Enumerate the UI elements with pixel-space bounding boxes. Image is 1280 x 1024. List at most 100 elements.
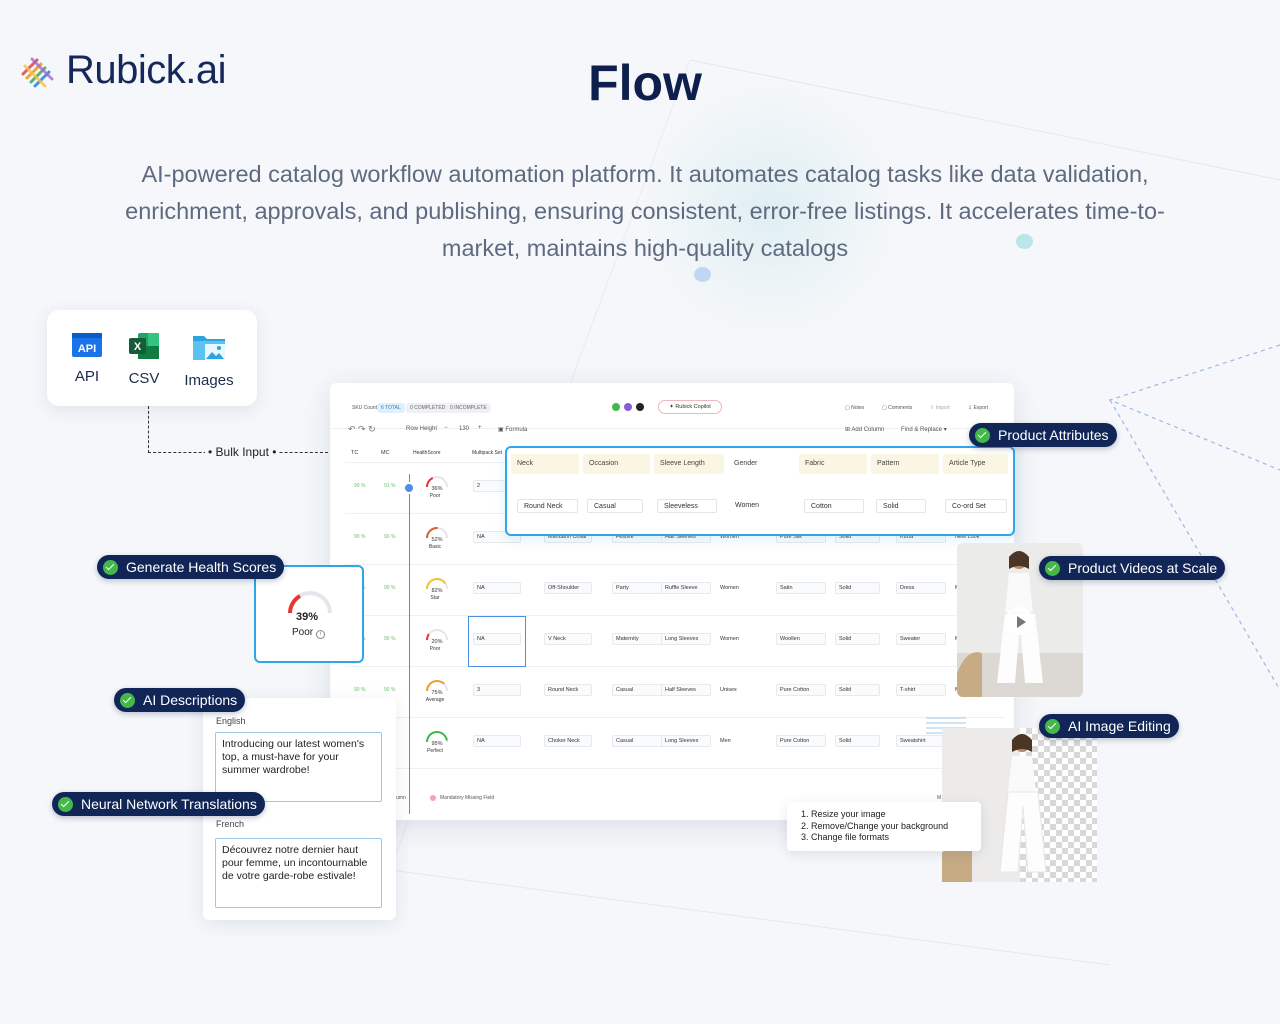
formula-button[interactable]: ▣ Formula [498, 427, 528, 433]
play-icon[interactable] [1005, 607, 1033, 635]
row-height-increase[interactable]: + [478, 425, 482, 431]
attribute-header[interactable]: Article Type [943, 454, 1008, 474]
check-icon [1045, 560, 1060, 576]
column-divider-handle[interactable] [403, 482, 415, 494]
find-replace-button[interactable]: Find & Replace ▾ [901, 427, 947, 433]
attribute-cell-select[interactable] [776, 582, 826, 594]
multipack-value: NA [477, 585, 485, 591]
attribute-value-select[interactable]: Cotton [804, 499, 864, 513]
attribute-cell-value: Festive [616, 534, 634, 540]
attribute-value: Women [735, 502, 759, 509]
comments-button[interactable]: ▢ Comments [882, 405, 913, 411]
attribute-cell-select[interactable] [835, 735, 880, 747]
health-score-value: 39% [296, 611, 319, 623]
attribute-cell-select[interactable] [835, 582, 880, 594]
header-healthscore: HealthScore [413, 450, 441, 456]
legend-dot [430, 795, 436, 801]
decor-dot [694, 267, 711, 282]
attribute-value-select[interactable]: Casual [587, 499, 643, 513]
multipack-value: NA [477, 534, 485, 540]
header-multipack: Multipack Set [472, 450, 503, 456]
source-api[interactable]: API API [57, 332, 117, 385]
export-button[interactable]: ⇩ Export [968, 405, 989, 411]
attribute-cell-value: Satin [780, 585, 793, 591]
attribute-header[interactable]: Fabric [799, 454, 867, 474]
attribute-cell-value: Solid [839, 636, 852, 642]
badge-health-scores-text: Generate Health Scores [126, 559, 277, 575]
english-description-field[interactable]: Introducing our latest women's top, a mu… [215, 732, 382, 802]
status-dot-black [636, 403, 644, 411]
health-gauge-icon [425, 731, 448, 743]
add-column-button[interactable]: ⊞ Add Column [845, 427, 885, 433]
image-editing-preview[interactable] [942, 728, 1097, 882]
attribute-header-label: Gender [734, 460, 758, 467]
attribute-cell-select[interactable] [661, 633, 711, 645]
rubick-logo-icon [21, 57, 54, 87]
attribute-cell-select[interactable] [776, 633, 826, 645]
attribute-header-label: Occasion [589, 460, 619, 467]
source-csv[interactable]: X CSV [114, 332, 174, 387]
check-icon [1045, 718, 1060, 734]
status-dot-purple [624, 403, 632, 411]
attribute-cell-select[interactable] [835, 684, 880, 696]
attribute-value-select[interactable]: Women [729, 499, 781, 513]
table-row[interactable]: 90 %90 %82%StarNAOff-ShoulderPartyRuffle… [345, 565, 1005, 616]
attribute-cell-select[interactable] [896, 582, 946, 594]
attribute-cell-value: Women [720, 534, 739, 540]
attribute-value-select[interactable]: Round Neck [517, 499, 578, 513]
badge-translations: Neural Network Translations [52, 792, 265, 816]
multipack-select[interactable] [473, 735, 521, 747]
attribute-cell-value: Long Sleeves [665, 636, 699, 642]
copilot-button[interactable]: ✦ Rubick Copilot [658, 400, 722, 414]
attribute-header[interactable]: Pattern [871, 454, 939, 474]
attribute-cell-select[interactable] [544, 684, 592, 696]
badge-image-editing: AI Image Editing [1039, 714, 1179, 738]
attribute-cell-select[interactable] [896, 633, 946, 645]
health-gauge-icon [426, 527, 448, 539]
multipack-select[interactable] [473, 684, 521, 696]
attribute-cell-select[interactable] [544, 582, 592, 594]
multipack-select[interactable] [473, 582, 521, 594]
health-gauge-icon [426, 578, 448, 590]
row-height-decrease[interactable]: − [444, 425, 448, 431]
import-button[interactable]: ⇪ Import [930, 405, 950, 411]
input-sources-card: API API X CSV Images [47, 310, 257, 406]
attribute-cell-select[interactable] [661, 735, 711, 747]
source-images[interactable]: Images [179, 332, 239, 389]
api-icon: API [72, 333, 102, 357]
attribute-value-select[interactable]: Sleeveless [657, 499, 717, 513]
image-edit-steps: 1. Resize your image 2. Remove/Change yo… [787, 802, 981, 851]
attribute-cell-select[interactable] [776, 684, 826, 696]
attribute-header[interactable]: Gender [728, 454, 795, 474]
attribute-header[interactable]: Occasion [583, 454, 650, 474]
undo-icon[interactable]: ↶ ↷ ↻ [348, 424, 376, 434]
attribute-cell-select[interactable] [835, 633, 880, 645]
attribute-cell-value: Kurta [900, 534, 914, 540]
attribute-cell-select[interactable] [896, 684, 946, 696]
attribute-value-select[interactable]: Co-ord Set [945, 499, 1007, 513]
attribute-value-select[interactable]: Solid [876, 499, 926, 513]
copilot-label: Rubick Copilot [675, 404, 711, 410]
attribute-value: Sleeveless [664, 503, 698, 510]
attribute-cell-select[interactable] [661, 684, 711, 696]
attribute-header[interactable]: Neck [511, 454, 579, 474]
info-icon[interactable]: i [315, 630, 325, 639]
check-icon [975, 427, 990, 443]
notes-button[interactable]: ▢ Notes [845, 405, 865, 411]
attribute-cell-select[interactable] [544, 633, 592, 645]
background-glow [640, 80, 900, 340]
attribute-value: Co-ord Set [952, 503, 986, 510]
find-replace-label: Find & Replace [901, 427, 943, 433]
attribute-cell-select[interactable] [776, 735, 826, 747]
attribute-cell-select[interactable] [661, 582, 711, 594]
french-description-field[interactable]: Découvrez notre dernier haut pour femme,… [215, 838, 382, 908]
row-height-value[interactable]: 130 [459, 426, 470, 432]
attribute-value: Solid [883, 503, 899, 510]
selected-cell-outline [468, 616, 526, 667]
attribute-cell-select[interactable] [544, 735, 592, 747]
multipack-select[interactable] [473, 633, 521, 645]
attribute-header[interactable]: Sleeve Length [654, 454, 724, 474]
